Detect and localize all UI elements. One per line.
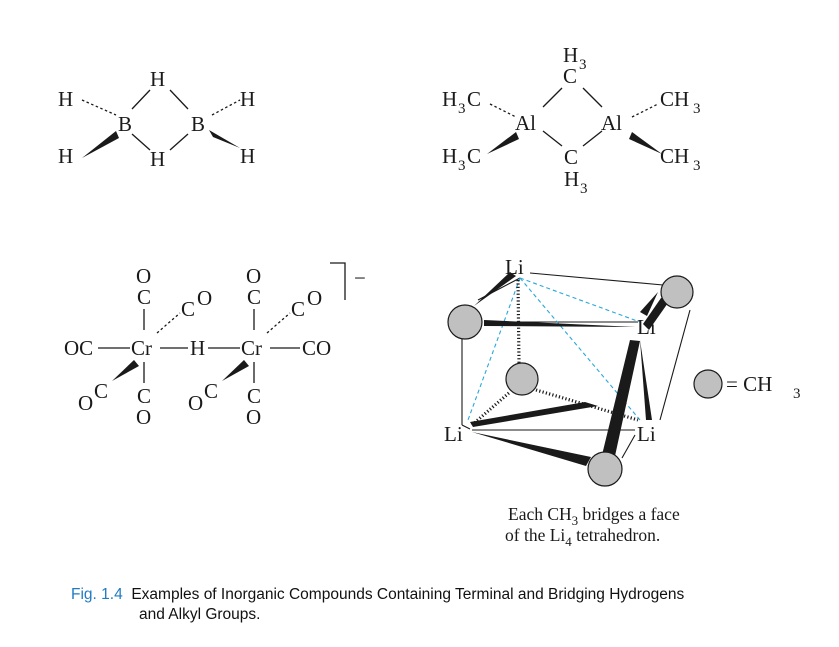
chromium-complex-structure: O C O C C O C O OC Cr H Cr CO O C O C C … <box>64 262 366 429</box>
methyl-ball-center <box>505 362 539 396</box>
al-bridge-top-c: C <box>563 64 577 88</box>
methyl-ball-top-right <box>660 275 694 309</box>
cr-co-dash-right-c: C <box>291 297 305 321</box>
li-right: Li <box>637 315 656 339</box>
diborane-h-bottom-right: H <box>240 144 255 168</box>
al-left-bottom-sub: 3 <box>458 158 466 174</box>
diborane-b-right: B <box>191 112 205 136</box>
caption-text: Examples of Inorganic Compounds Containi… <box>131 586 685 603</box>
li-left: Li <box>444 422 463 446</box>
figure-caption: Fig. 1.4 Examples of Inorganic Compounds… <box>71 585 831 625</box>
cr-co-dash-right-o: O <box>307 286 322 310</box>
legend-methyl-ball <box>693 369 723 399</box>
diborane-h-top-left: H <box>58 87 73 111</box>
al-left-bottom-c: C <box>467 144 481 168</box>
cr-c-bottom-right: C <box>247 384 261 408</box>
cr-o-top-right: O <box>246 264 261 288</box>
cr-o-bottom-left: O <box>136 405 151 429</box>
al-left-top-c: C <box>467 87 481 111</box>
al-right-bottom-sub: 3 <box>693 158 701 174</box>
methyllithium-structure: Li Li Li Li = CH 3 Each CH3 bridges a fa… <box>444 255 801 549</box>
li-bottom-right: Li <box>637 422 656 446</box>
diborane-h-bridge-top: H <box>150 67 165 91</box>
diborane-structure: H B H H H B H H <box>58 67 255 171</box>
cr-co-dash-left-o: O <box>197 286 212 310</box>
cr-o-top-left: O <box>136 264 151 288</box>
note-line-2: of the Li4 tetrahedron. <box>505 525 660 549</box>
cr-co-right: CO <box>302 336 331 360</box>
al-left-bottom-h: H <box>442 144 457 168</box>
cr-h-bridge: H <box>190 336 205 360</box>
cr-left: Cr <box>131 336 152 360</box>
al-bridge-bottom-c: C <box>564 145 578 169</box>
al-bridge-bottom-h: H <box>564 167 579 191</box>
al-left: Al <box>515 111 536 135</box>
cr-charge: − <box>354 266 366 290</box>
al-right: Al <box>601 111 622 135</box>
legend-sub-3: 3 <box>793 386 801 402</box>
cr-right: Cr <box>241 336 262 360</box>
diborane-h-bridge-bottom: H <box>150 147 165 171</box>
al-right-top-ch: CH <box>660 87 689 111</box>
cr-co-wedge-right-c: C <box>204 379 218 403</box>
al-bridge-bottom-sub: 3 <box>580 181 588 197</box>
al-left-top-h: H <box>442 87 457 111</box>
diborane-b-left: B <box>118 112 132 136</box>
al-right-bottom-ch: CH <box>660 144 689 168</box>
cr-co-wedge-left-o: O <box>78 391 93 415</box>
trimethylaluminum-structure: H 3 C H 3 C H 3 C Al Al CH 3 CH 3 C H 3 <box>442 43 701 197</box>
al-bridge-top-h: H <box>563 43 578 67</box>
methyl-ball-left <box>447 304 483 340</box>
cr-c-top-right: C <box>247 285 261 309</box>
cr-c-top-left: C <box>137 285 151 309</box>
li-top: Li <box>505 255 524 279</box>
cr-oc-left: OC <box>64 336 93 360</box>
diborane-h-bottom-left: H <box>58 144 73 168</box>
al-left-top-sub: 3 <box>458 101 466 117</box>
cr-co-wedge-left-c: C <box>94 379 108 403</box>
cr-co-wedge-right-o: O <box>188 391 203 415</box>
al-right-top-sub: 3 <box>693 101 701 117</box>
cr-co-dash-left-c: C <box>181 297 195 321</box>
note-line-1: Each CH3 bridges a face <box>508 504 680 528</box>
cr-o-bottom-right: O <box>246 405 261 429</box>
caption-text-continued: and Alkyl Groups. <box>139 606 261 623</box>
cr-c-bottom-left: C <box>137 384 151 408</box>
methyl-ball-bottom <box>587 451 623 487</box>
al-bridge-top-sub: 3 <box>579 57 587 73</box>
figure-label: Fig. 1.4 <box>71 586 123 603</box>
diborane-h-top-right: H <box>240 87 255 111</box>
legend-eq-ch: = CH <box>726 372 772 396</box>
